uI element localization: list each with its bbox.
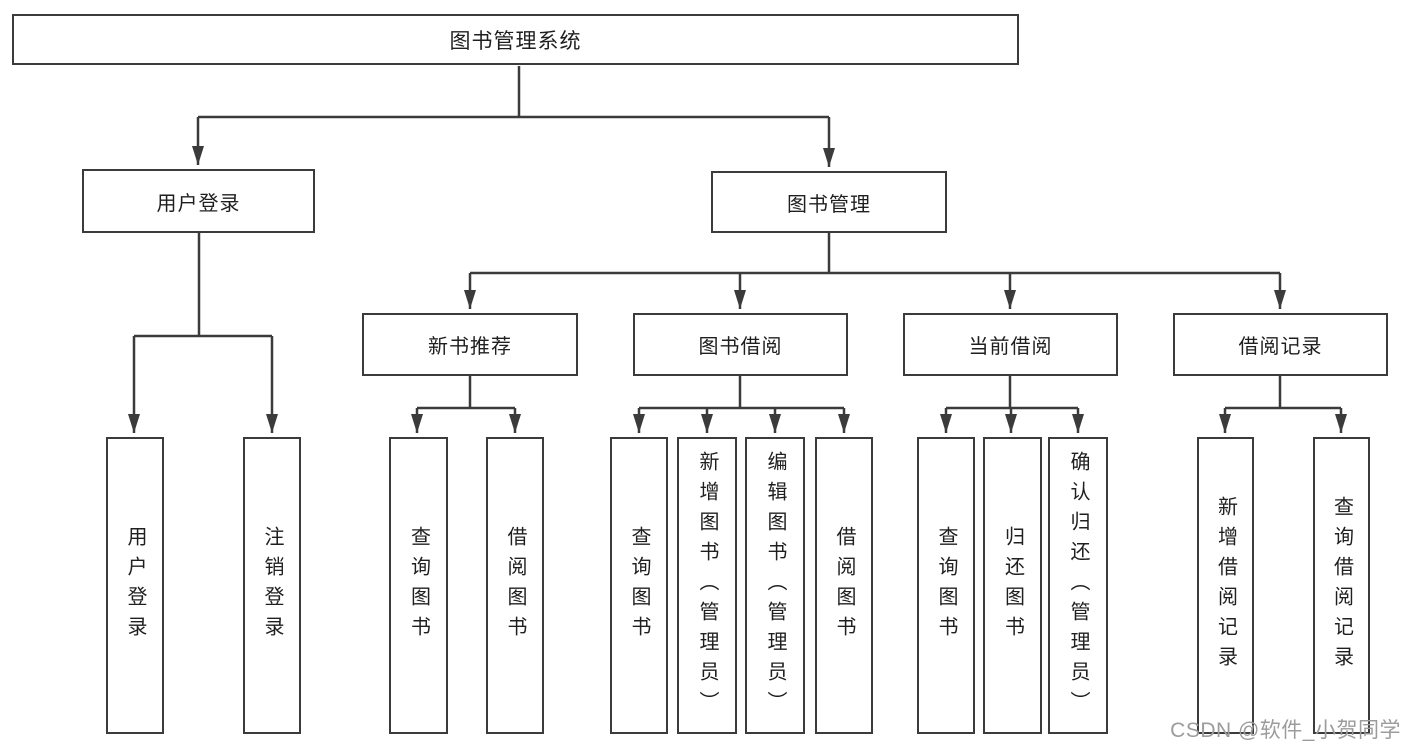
leaf-edit-books-admin: 编辑图书（管理员） [745, 437, 805, 734]
leaf-label: 查询图书 [628, 525, 650, 646]
node-current-borrowing: 当前借阅 [903, 313, 1118, 376]
leaf-logout: 注销登录 [243, 437, 301, 734]
leaf-label: 新增图书（管理员） [696, 450, 718, 721]
leaf-confirm-return-admin: 确认归还（管理员） [1048, 437, 1108, 734]
leaf-return-books: 归还图书 [983, 437, 1042, 734]
leaf-label: 归还图书 [1001, 525, 1024, 646]
node-library-system: 图书管理系统 [12, 14, 1019, 65]
node-book-management: 图书管理 [711, 171, 947, 233]
node-borrowing-records: 借阅记录 [1173, 313, 1388, 376]
leaf-label: 新增借阅记录 [1214, 495, 1237, 676]
leaf-label: 确认归还（管理员） [1067, 450, 1089, 721]
node-user-login: 用户登录 [82, 169, 315, 233]
leaf-borrow-books: 借阅图书 [486, 437, 544, 734]
leaf-label: 查询图书 [407, 525, 430, 646]
leaf-query-books: 查询图书 [610, 437, 668, 734]
node-new-book-recommend: 新书推荐 [362, 313, 578, 376]
leaf-label: 查询图书 [935, 525, 957, 646]
leaf-query-borrow-record: 查询借阅记录 [1313, 437, 1370, 734]
leaf-label: 编辑图书（管理员） [764, 450, 786, 721]
leaf-label: 注销登录 [261, 525, 283, 646]
leaf-query-books: 查询图书 [389, 437, 448, 734]
leaf-label: 借阅图书 [833, 525, 855, 646]
leaf-user-login: 用户登录 [106, 437, 164, 734]
leaf-add-books-admin: 新增图书（管理员） [677, 437, 737, 734]
leaf-add-borrow-record: 新增借阅记录 [1197, 437, 1254, 734]
node-book-borrowing: 图书借阅 [633, 313, 848, 376]
leaf-label: 用户登录 [124, 525, 146, 646]
leaf-borrow-books: 借阅图书 [815, 437, 873, 734]
leaf-label: 借阅图书 [504, 525, 526, 646]
watermark: CSDN @软件_小贺同学 [1170, 719, 1401, 742]
leaf-label: 查询借阅记录 [1330, 495, 1353, 676]
leaf-query-books: 查询图书 [917, 437, 975, 734]
